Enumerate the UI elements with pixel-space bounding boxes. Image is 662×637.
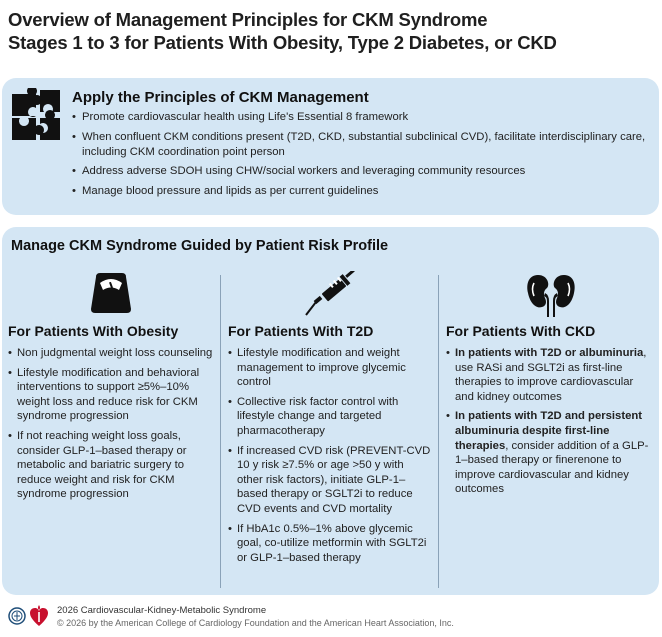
obesity-column-title: For Patients With Obesity xyxy=(8,323,179,339)
list-item: If increased CVD risk (PREVENT-CVD 10 y … xyxy=(228,444,432,517)
list-item: In patients with T2D and persistent albu… xyxy=(446,409,654,497)
list-item: Lifestyle modification and weight manage… xyxy=(228,346,432,390)
column-divider xyxy=(438,275,439,588)
risk-profile-panel: Manage CKM Syndrome Guided by Patient Ri… xyxy=(2,227,659,595)
puzzle-icon xyxy=(12,88,60,140)
principles-list: Promote cardiovascular health using Life… xyxy=(72,110,652,204)
syringe-icon xyxy=(305,271,355,316)
footer-title: 2026 Cardiovascular-Kidney-Metabolic Syn… xyxy=(57,605,267,616)
scale-icon xyxy=(91,273,131,313)
column-divider xyxy=(220,275,221,588)
page-title: Overview of Management Principles for CK… xyxy=(8,9,557,53)
list-item: Promote cardiovascular health using Life… xyxy=(72,110,652,125)
list-item: Collective risk factor control with life… xyxy=(228,395,432,439)
footer-copyright: © 2026 by the American College of Cardio… xyxy=(57,618,454,628)
footer: 2026 Cardiovascular-Kidney-Metabolic Syn… xyxy=(2,598,659,632)
list-item: Address adverse SDOH using CHW/social wo… xyxy=(72,164,652,179)
obesity-list: Non judgmental weight loss counseling Li… xyxy=(8,346,214,507)
risk-profile-title: Manage CKM Syndrome Guided by Patient Ri… xyxy=(11,238,389,254)
kidneys-icon xyxy=(527,275,575,317)
t2d-column-title: For Patients With T2D xyxy=(228,323,374,339)
principles-panel: Apply the Principles of CKM Management P… xyxy=(2,78,659,215)
principles-title: Apply the Principles of CKM Management xyxy=(72,89,369,106)
list-item: If not reaching weight loss goals, consi… xyxy=(8,429,214,502)
list-item: Non judgmental weight loss counseling xyxy=(8,346,214,361)
t2d-list: Lifestyle modification and weight manage… xyxy=(228,346,432,570)
acc-seal-icon xyxy=(8,607,26,625)
list-item: Lifestyle modification and behavioral in… xyxy=(8,366,214,424)
list-item: In patients with T2D or albuminuria, use… xyxy=(446,346,654,404)
aha-heart-torch-icon xyxy=(30,605,48,626)
ckd-column-title: For Patients With CKD xyxy=(446,323,596,339)
list-item: If HbA1c 0.5%–1% above glycemic goal, co… xyxy=(228,522,432,566)
list-item: When confluent CKM conditions present (T… xyxy=(72,130,652,160)
ckd-list: In patients with T2D or albuminuria, use… xyxy=(446,346,654,502)
list-item: Manage blood pressure and lipids as per … xyxy=(72,184,652,199)
